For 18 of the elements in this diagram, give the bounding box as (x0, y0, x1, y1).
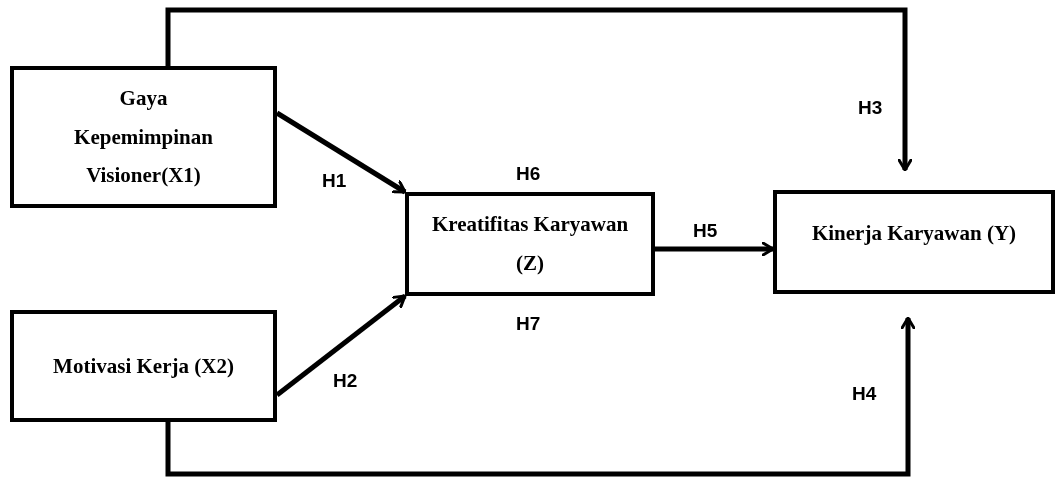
hypothesis-label: H6 (516, 163, 541, 185)
edge-label: H1 (322, 170, 347, 192)
variable-box (10, 310, 277, 422)
variable-name: Kinerja Karyawan (Y) (811, 219, 1017, 247)
variable-box (773, 190, 1055, 294)
variable-box (405, 192, 655, 296)
arrow (165, 7, 913, 172)
edge-label: H5 (693, 220, 718, 242)
variable-box (10, 66, 277, 208)
edge-label: H4 (852, 383, 877, 405)
variable-name: Motivasi Kerja (X2) (53, 352, 234, 380)
arrow (655, 241, 775, 257)
hypothesis-label: H7 (516, 313, 541, 335)
edge-label: H3 (858, 97, 883, 119)
edge-label: H2 (333, 370, 358, 392)
variable-name: Kreatifitas Karyawan (Z) (430, 211, 630, 277)
arrow (165, 316, 916, 477)
variable-name: Gaya Kepemimpinan Visioner(X1) (73, 84, 214, 190)
